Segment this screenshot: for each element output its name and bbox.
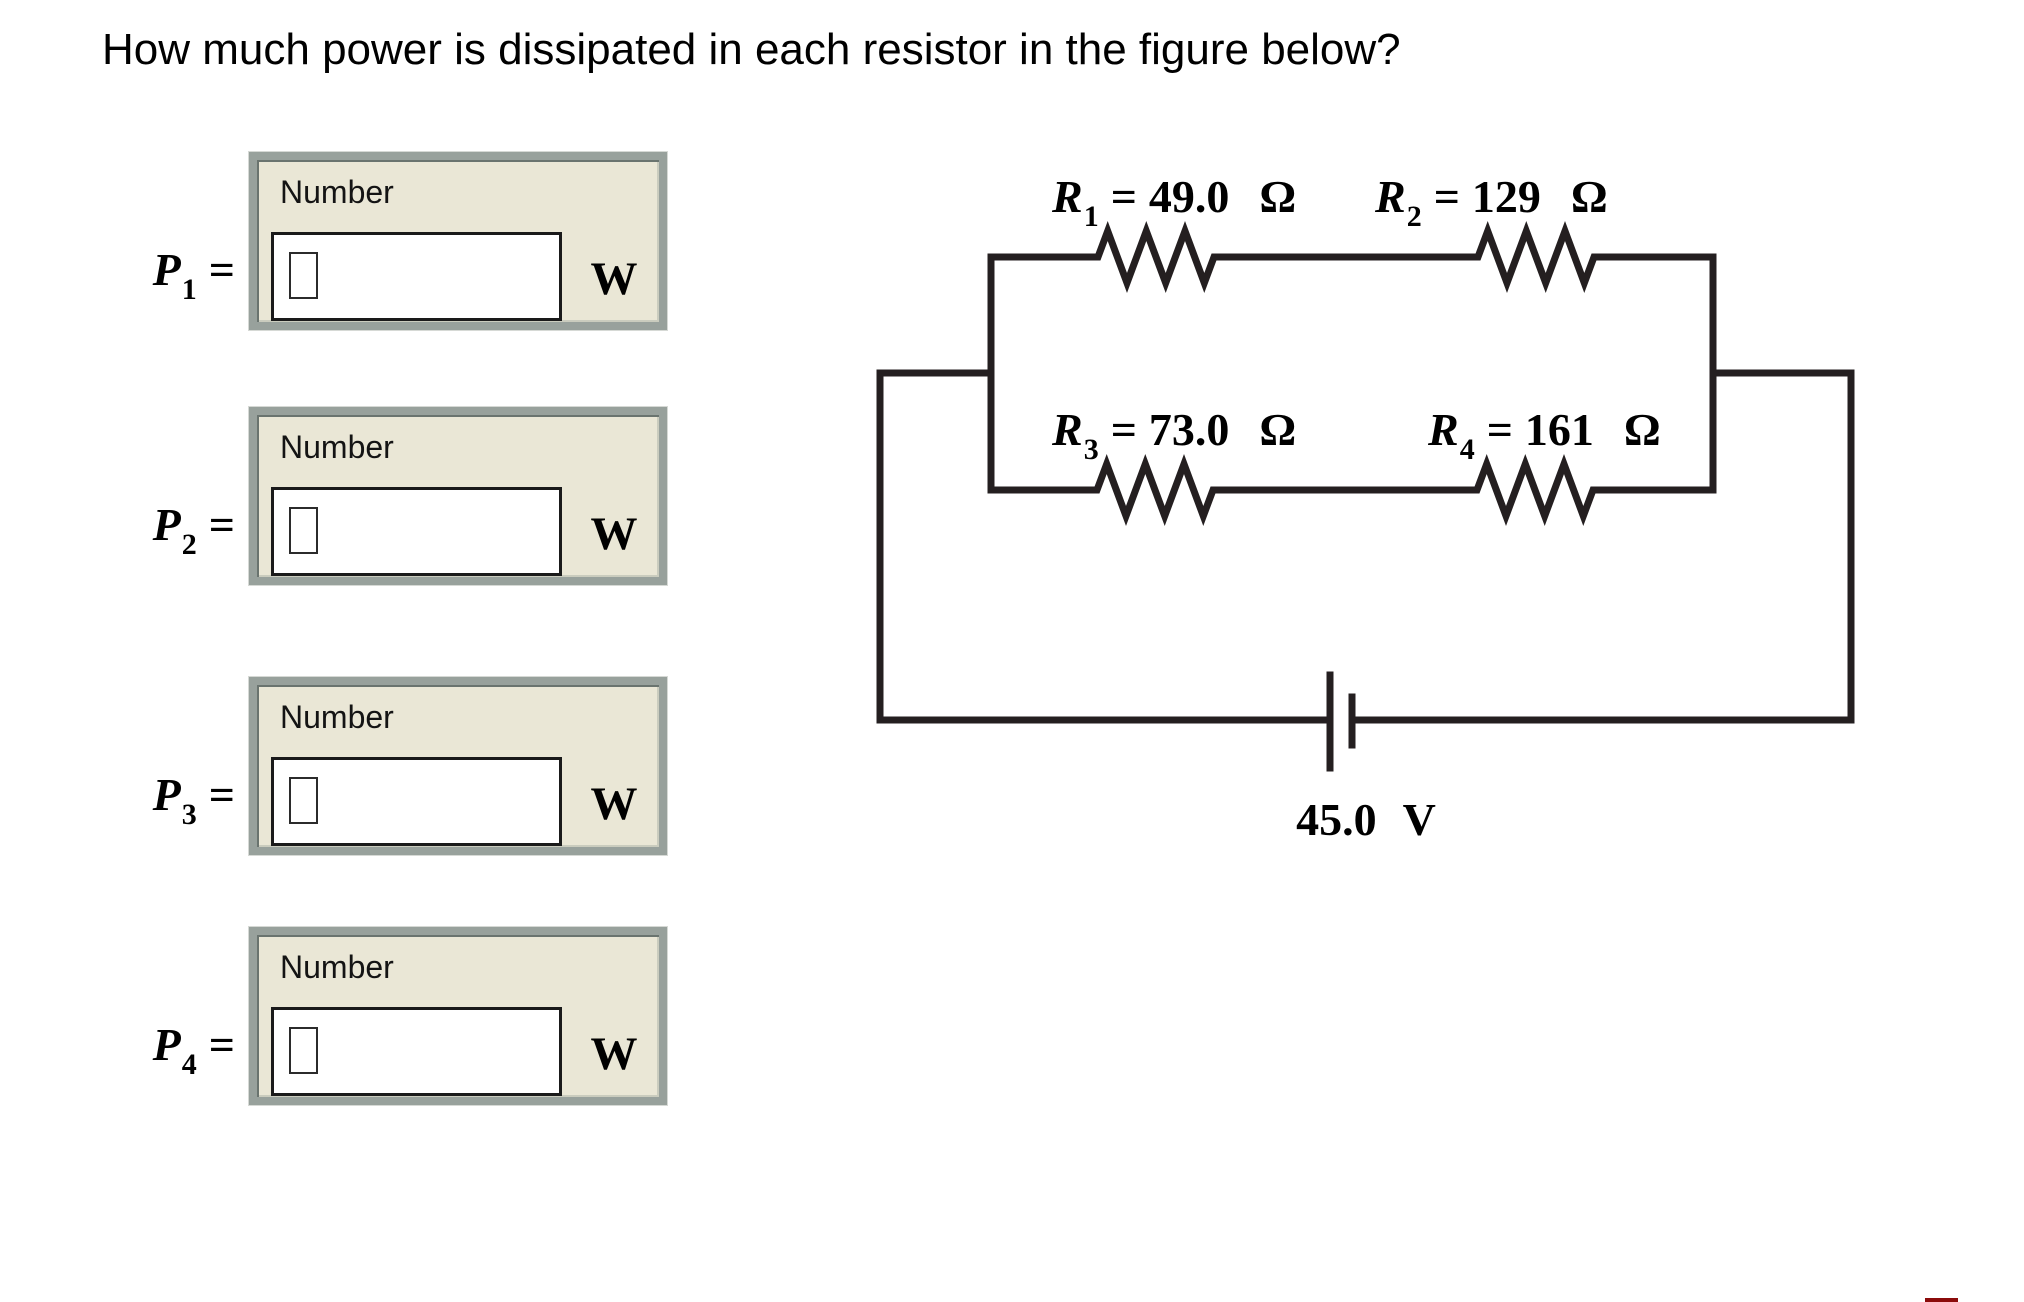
p3-equals: = bbox=[208, 769, 235, 820]
p4-answer-input[interactable] bbox=[271, 1007, 562, 1096]
r2-equals: = bbox=[1433, 171, 1460, 222]
battery-unit: V bbox=[1402, 794, 1436, 845]
p3-symbol: P bbox=[152, 769, 181, 820]
answer-panel-p4: Number W bbox=[248, 926, 668, 1106]
number-field-label: Number bbox=[280, 429, 394, 465]
p3-label: P3 = bbox=[0, 769, 235, 830]
resistor-r1-label: R1 =49.0 Ω bbox=[1052, 171, 1297, 232]
r2-symbol: R bbox=[1375, 171, 1406, 222]
p4-label: P4 = bbox=[0, 1019, 235, 1080]
r4-subscript: 4 bbox=[1459, 433, 1475, 466]
r2-ohm-unit: Ω bbox=[1570, 171, 1608, 222]
r1-equals: = bbox=[1110, 171, 1137, 222]
r3-value: 73.0 bbox=[1148, 404, 1230, 455]
text-cursor-box bbox=[289, 777, 318, 824]
r3-symbol: R bbox=[1052, 404, 1083, 455]
p2-subscript: 2 bbox=[181, 528, 197, 561]
corner-red-dash bbox=[1925, 1298, 1958, 1302]
p1-unit-label: W bbox=[590, 253, 638, 305]
battery-voltage-label: 45.0 V bbox=[1296, 797, 1436, 843]
p2-symbol: P bbox=[152, 499, 181, 550]
p2-equals: = bbox=[208, 499, 235, 550]
p4-unit-label: W bbox=[590, 1028, 638, 1080]
p4-symbol: P bbox=[152, 1019, 181, 1070]
p4-equals: = bbox=[208, 1019, 235, 1070]
battery-value: 45.0 bbox=[1296, 794, 1377, 845]
p3-unit-label: W bbox=[590, 778, 638, 830]
left-outer-wire bbox=[876, 369, 1331, 724]
number-field-label: Number bbox=[280, 949, 394, 985]
r4-equals: = bbox=[1486, 404, 1513, 455]
p3-subscript: 3 bbox=[181, 798, 197, 831]
r3-ohm-unit: Ω bbox=[1259, 404, 1297, 455]
answer-panel-p2: Number W bbox=[248, 406, 668, 586]
right-outer-wire bbox=[1351, 369, 1855, 724]
resistor-r4-label: R4 =161 Ω bbox=[1428, 404, 1661, 465]
bottom-branch-wire bbox=[987, 453, 1717, 527]
r1-subscript: 1 bbox=[1083, 200, 1099, 233]
resistor-r3-label: R3 =73.0 Ω bbox=[1052, 404, 1297, 465]
p1-answer-input[interactable] bbox=[271, 232, 562, 321]
r4-ohm-unit: Ω bbox=[1623, 404, 1661, 455]
p1-label: P1 = bbox=[0, 244, 235, 305]
r3-subscript: 3 bbox=[1083, 433, 1099, 466]
text-cursor-box bbox=[289, 507, 318, 554]
p2-answer-input[interactable] bbox=[271, 487, 562, 576]
resistor-r2-label: R2 =129 Ω bbox=[1375, 171, 1608, 232]
text-cursor-box bbox=[289, 1027, 318, 1074]
r3-equals: = bbox=[1110, 404, 1137, 455]
p2-unit-label: W bbox=[590, 508, 638, 560]
number-field-label: Number bbox=[280, 699, 394, 735]
p1-subscript: 1 bbox=[181, 273, 197, 306]
p1-equals: = bbox=[208, 244, 235, 295]
number-field-label: Number bbox=[280, 174, 394, 210]
r1-ohm-unit: Ω bbox=[1259, 171, 1297, 222]
r2-value: 129 bbox=[1471, 171, 1541, 222]
r1-symbol: R bbox=[1052, 171, 1083, 222]
p3-answer-input[interactable] bbox=[271, 757, 562, 846]
p1-symbol: P bbox=[152, 244, 181, 295]
top-branch-wire bbox=[987, 220, 1717, 294]
r4-symbol: R bbox=[1428, 404, 1459, 455]
r1-value: 49.0 bbox=[1148, 171, 1230, 222]
r4-value: 161 bbox=[1524, 404, 1594, 455]
question-text: How much power is dissipated in each res… bbox=[102, 25, 1401, 74]
p2-label: P2 = bbox=[0, 499, 235, 560]
r2-subscript: 2 bbox=[1406, 200, 1422, 233]
answer-panel-p1: Number W bbox=[248, 151, 668, 331]
p4-subscript: 4 bbox=[181, 1048, 197, 1081]
answer-panel-p3: Number W bbox=[248, 676, 668, 856]
text-cursor-box bbox=[289, 252, 318, 299]
